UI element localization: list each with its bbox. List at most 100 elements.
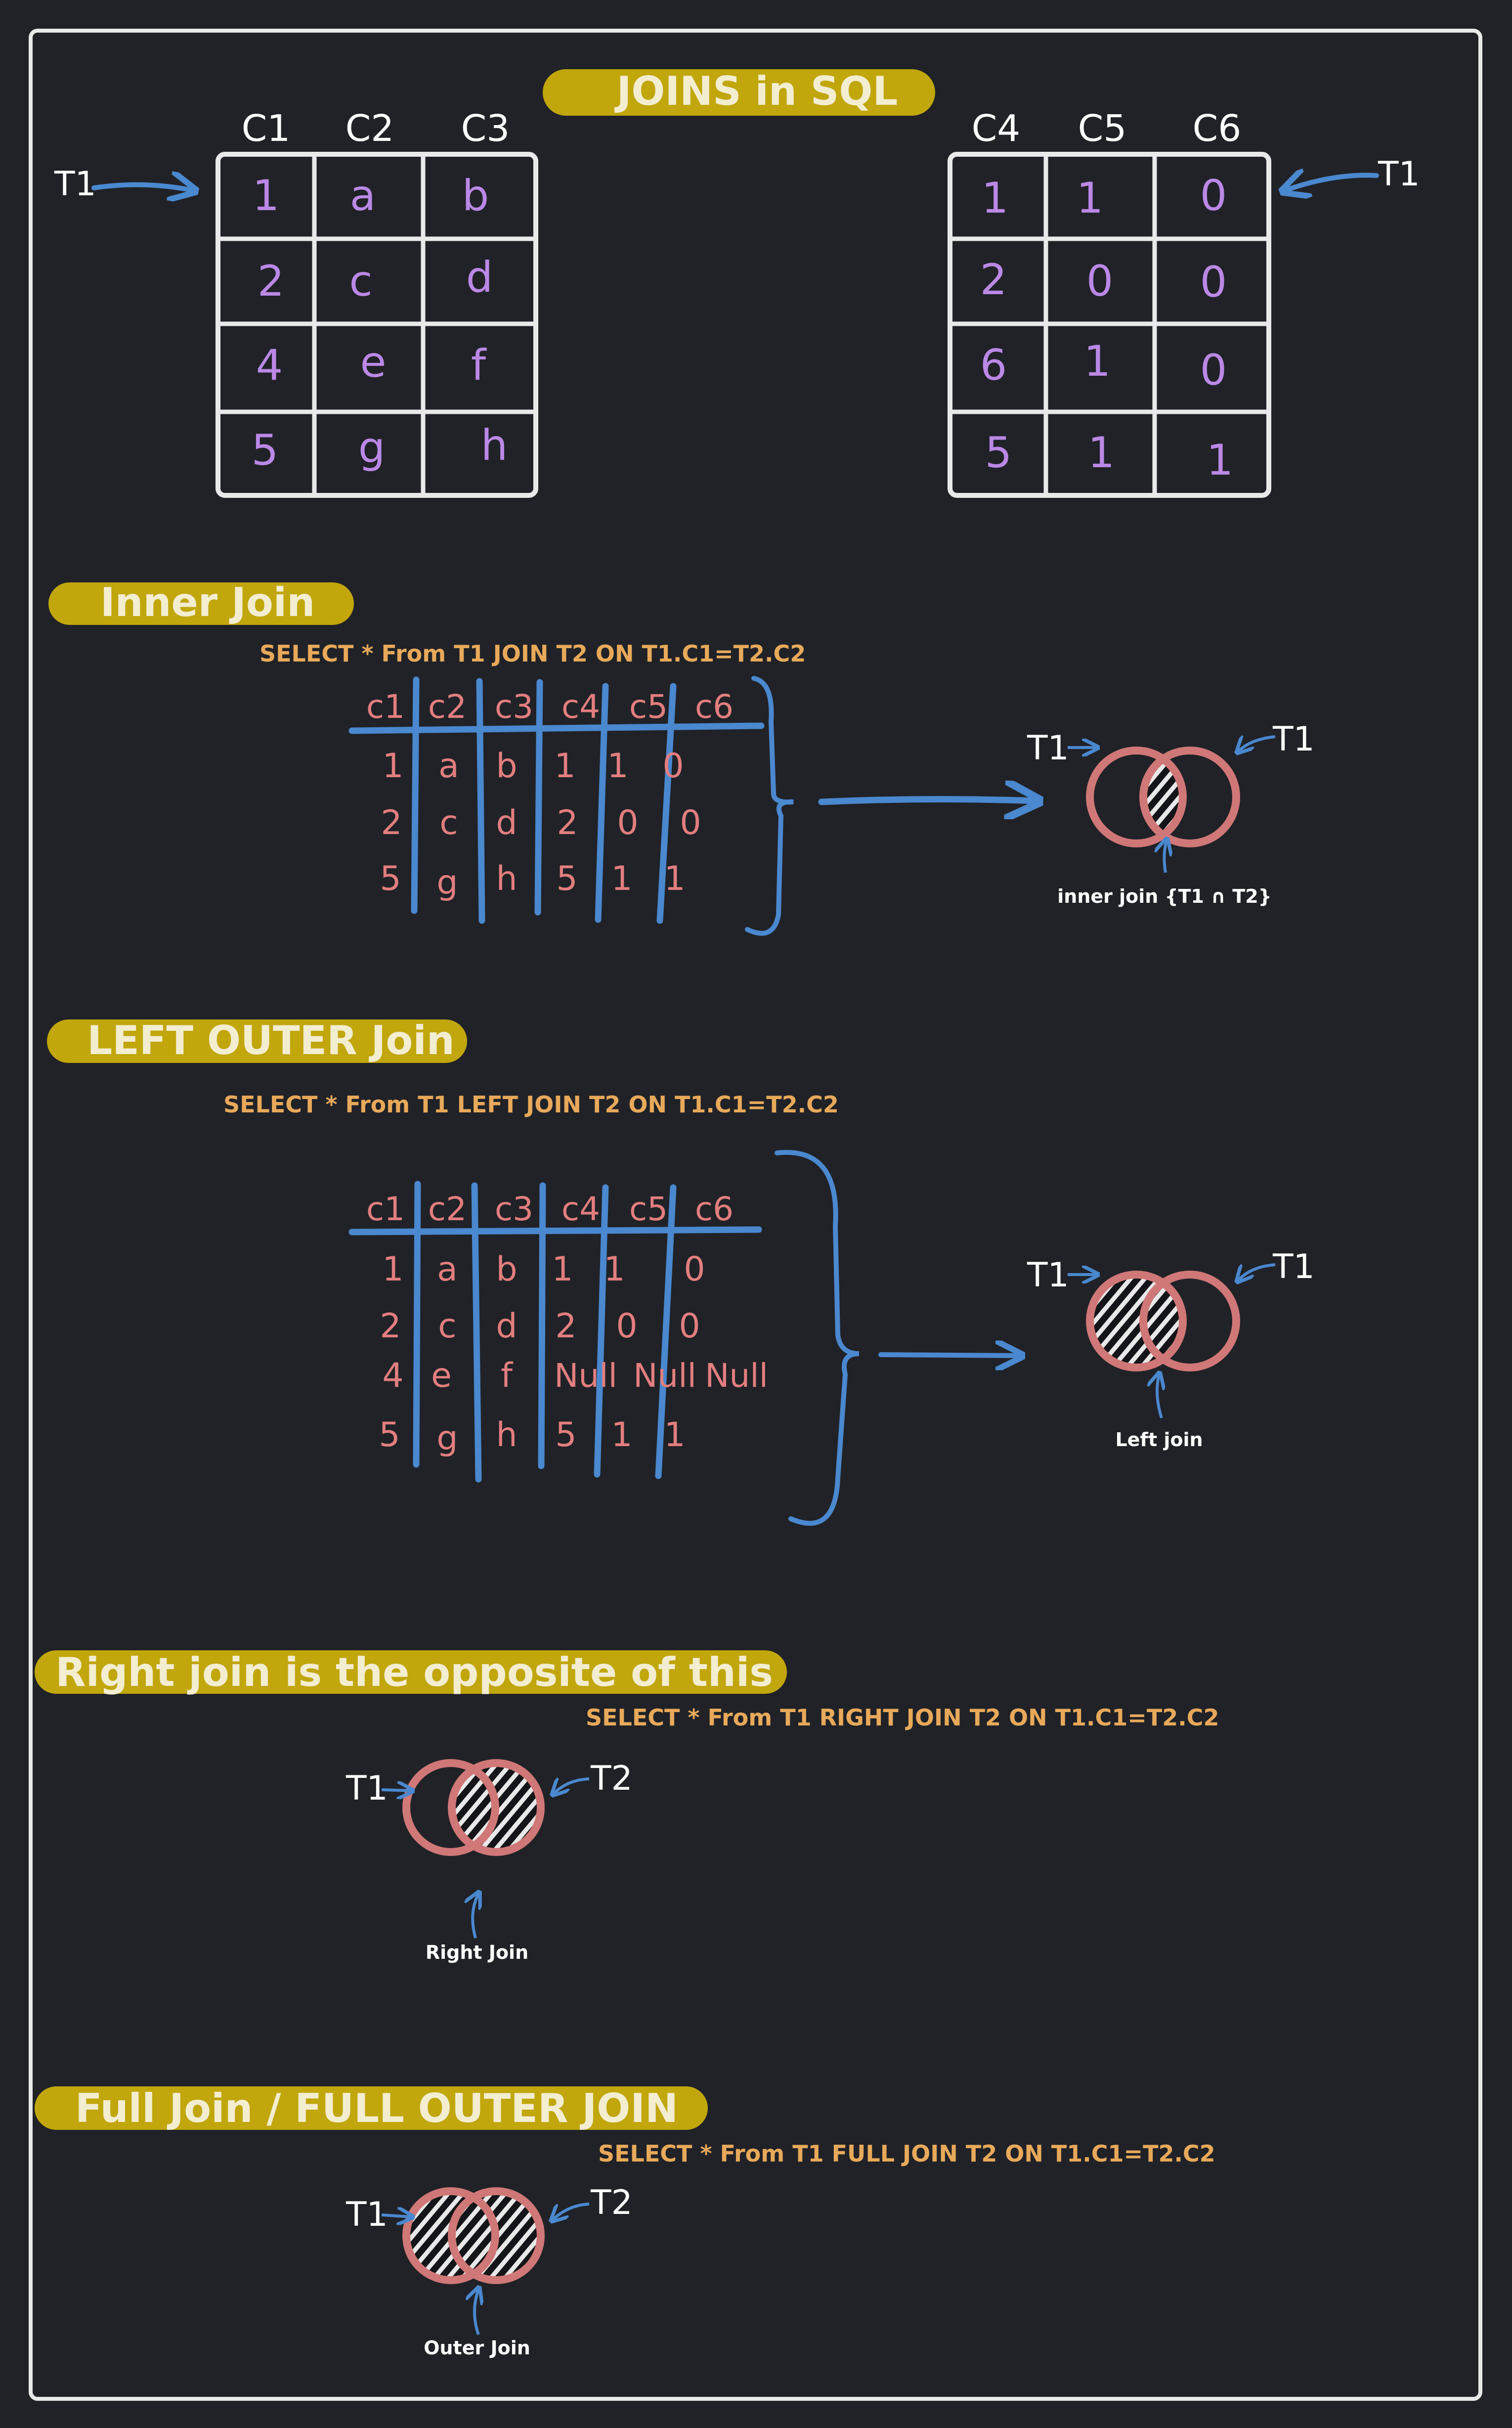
right-join-venn: T1 T2 Right Join bbox=[346, 1759, 633, 1963]
left-join-venn: T1 T1 Left join bbox=[1027, 1247, 1315, 1451]
venn-right-arrow bbox=[553, 2203, 590, 2220]
left-join-cell: 0 bbox=[679, 1307, 700, 1346]
left-join-cell: 1 bbox=[664, 1415, 685, 1455]
inner-join-arrow bbox=[818, 799, 1036, 802]
left-join-col-header: c3 bbox=[495, 1190, 533, 1228]
table-t2-cell: 0 bbox=[1200, 258, 1227, 307]
table-t1-col-header: C3 bbox=[461, 107, 510, 150]
full-join-caption: Outer Join bbox=[424, 2337, 530, 2359]
table-t2-cell: 1 bbox=[1207, 436, 1234, 485]
inner-join-col-divider bbox=[656, 683, 677, 924]
title-group: JOINS in SQL bbox=[543, 68, 935, 116]
table-t2-cell: 6 bbox=[980, 341, 1007, 390]
left-join-cell: f bbox=[501, 1356, 514, 1395]
inner-join-highlight bbox=[48, 582, 354, 625]
venn-left-label: T1 bbox=[1027, 1256, 1069, 1295]
venn-right-label: T2 bbox=[590, 1759, 633, 1798]
left-join-section: LEFT OUTER Join SELECT * From T1 LEFT JO… bbox=[47, 1017, 1315, 1526]
table-t2-cell: 1 bbox=[1088, 428, 1115, 478]
venn-right-arrow bbox=[554, 1779, 590, 1794]
table-t2-cell: 0 bbox=[1086, 257, 1114, 306]
inner-join-cell: 1 bbox=[611, 859, 632, 898]
inner-join-cell: 5 bbox=[556, 859, 577, 898]
venn-right-label: T2 bbox=[590, 2183, 633, 2222]
table-t2-cell: 1 bbox=[982, 174, 1009, 223]
venn-right-circle bbox=[1139, 1271, 1240, 1371]
left-join-col-divider bbox=[655, 1184, 677, 1479]
table-t1-col-header: C1 bbox=[242, 107, 291, 150]
venn-right-label: T1 bbox=[1272, 720, 1315, 759]
left-join-col-divider bbox=[538, 1182, 546, 1469]
title-highlight bbox=[543, 69, 935, 116]
inner-join-col-header: c6 bbox=[695, 688, 734, 726]
inner-join-cell: 1 bbox=[607, 747, 628, 786]
full-join-section: Full Join / FULL OUTER JOIN SELECT * Fro… bbox=[35, 2085, 1215, 2359]
inner-join-col-header: c4 bbox=[562, 688, 600, 726]
right-join-heading: Right join is the opposite of this bbox=[55, 1649, 773, 1695]
table-t2-cell: 1 bbox=[1077, 174, 1104, 223]
table-t1-cell: 5 bbox=[252, 426, 279, 475]
inner-join-venn: T1 T1 inner join {T1 ∩ T2} bbox=[1027, 720, 1315, 907]
outer-frame bbox=[29, 29, 1482, 2401]
table-t1-cell: h bbox=[481, 421, 508, 470]
table-t1-label: T1 bbox=[54, 165, 96, 204]
left-join-cell: 4 bbox=[382, 1356, 403, 1395]
left-join-cell: Null bbox=[554, 1357, 617, 1395]
table-t1-cell: f bbox=[471, 341, 487, 390]
table-t2-col-header: C6 bbox=[1193, 107, 1242, 150]
page-title: JOINS in SQL bbox=[614, 68, 898, 114]
left-join-cell: Null bbox=[705, 1357, 768, 1395]
left-join-brace bbox=[775, 1149, 860, 1526]
right-join-sql: SELECT * From T1 RIGHT JOIN T2 ON T1.C1=… bbox=[586, 1704, 1219, 1731]
left-join-cell: 5 bbox=[555, 1415, 576, 1455]
inner-join-sql: SELECT * From T1 JOIN T2 ON T1.C1=T2.C2 bbox=[259, 640, 806, 667]
left-join-cell: 0 bbox=[616, 1307, 637, 1346]
inner-join-col-divider bbox=[411, 676, 420, 914]
inner-join-cell: 1 bbox=[382, 747, 403, 786]
inner-join-cell: 2 bbox=[381, 803, 402, 842]
table-t1-cell: 1 bbox=[253, 171, 280, 221]
venn-right-arrow bbox=[1238, 737, 1276, 751]
left-join-highlight bbox=[47, 1019, 467, 1063]
left-join-col-header: c6 bbox=[695, 1190, 734, 1228]
left-join-col-header: c2 bbox=[428, 1190, 467, 1228]
inner-join-cell: 1 bbox=[554, 747, 575, 786]
left-join-col-header: c1 bbox=[366, 1190, 405, 1228]
inner-join-col-divider bbox=[534, 679, 543, 916]
table-t2-label: T1 bbox=[1378, 155, 1420, 194]
full-join-sql: SELECT * From T1 FULL JOIN T2 ON T1.C1=T… bbox=[598, 2140, 1215, 2167]
left-join-cell: 1 bbox=[611, 1415, 632, 1455]
venn-right-circle bbox=[448, 1759, 545, 1856]
inner-join-brace bbox=[745, 676, 794, 936]
venn-left-arrow bbox=[381, 2215, 411, 2217]
venn-left-circle bbox=[402, 2187, 499, 2284]
inner-join-cell: 5 bbox=[380, 859, 401, 898]
table-t1-cell: 4 bbox=[256, 341, 283, 390]
table-t1-cell: b bbox=[462, 171, 489, 221]
venn-right-arrow bbox=[1238, 1263, 1276, 1280]
venn-caption-arrow bbox=[475, 2289, 478, 2335]
left-join-arrow bbox=[878, 1355, 1019, 1356]
table-t1-arrow bbox=[91, 185, 193, 190]
venn-left-label: T1 bbox=[346, 1769, 388, 1808]
inner-join-cell: g bbox=[436, 863, 458, 902]
venn-left-circle bbox=[1086, 1271, 1187, 1371]
left-join-cell: h bbox=[496, 1415, 517, 1455]
inner-join-section: Inner Join SELECT * From T1 JOIN T2 ON T… bbox=[48, 579, 1315, 936]
venn-caption-arrow bbox=[1157, 1374, 1162, 1418]
right-join-section: Right join is the opposite of this SELEC… bbox=[35, 1649, 1219, 1963]
left-join-heading: LEFT OUTER Join bbox=[87, 1017, 454, 1063]
left-join-cell: c bbox=[438, 1307, 456, 1346]
venn-right-circle bbox=[1139, 747, 1240, 847]
left-join-cell: d bbox=[496, 1307, 517, 1346]
left-join-cell: 1 bbox=[382, 1250, 403, 1289]
left-join-cell: g bbox=[436, 1419, 458, 1458]
inner-join-cell: 2 bbox=[557, 803, 578, 842]
inner-join-heading: Inner Join bbox=[100, 579, 315, 625]
inner-join-cell: a bbox=[438, 747, 459, 786]
left-join-cell: b bbox=[496, 1250, 517, 1289]
venn-caption-arrow bbox=[1164, 840, 1166, 873]
venn-right-circle bbox=[448, 2187, 545, 2284]
venn-intersection-fill bbox=[1143, 750, 1183, 843]
